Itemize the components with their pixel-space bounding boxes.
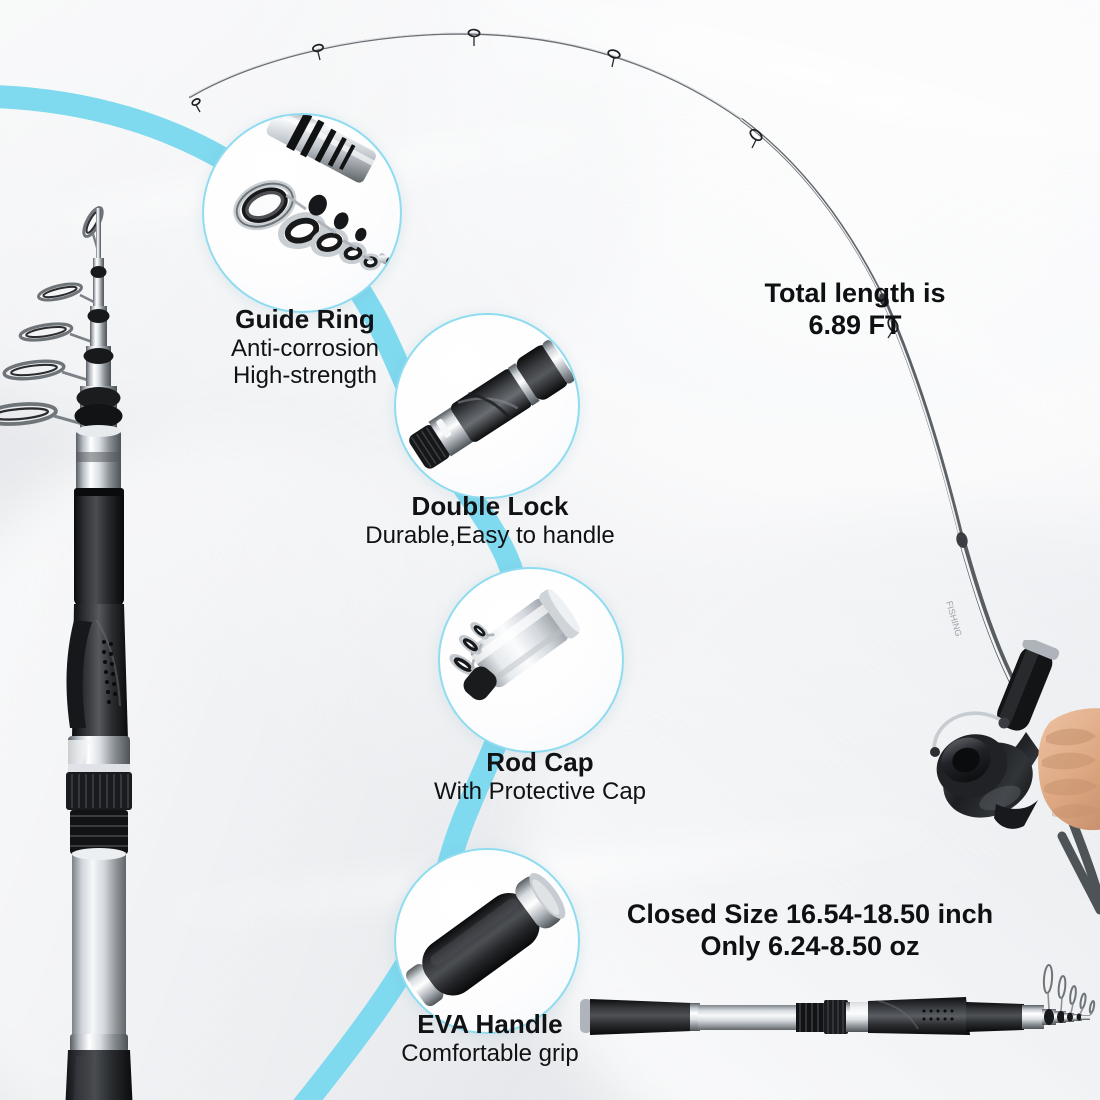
callout-title-guide-ring: Guide Ring	[235, 304, 375, 334]
callout-subtitle-guide-ring-line-2: High-strength	[232, 361, 378, 389]
callout-subtitle-guide-ring-line-1: Anti-corrosion	[230, 334, 380, 362]
callout-subtitle-rod-cap: With Protective Cap	[433, 777, 647, 805]
spec-total-length: Total length is 6.89 FT	[740, 277, 970, 342]
callout-label-eva-handle: EVA Handle Comfortable grip	[330, 1009, 650, 1067]
spec-closed-size-line-1: Closed Size 16.54-18.50 inch	[626, 899, 994, 929]
spec-total-length-line-2: 6.89 FT	[808, 310, 902, 341]
spec-total-length-line-1: Total length is	[764, 278, 946, 308]
callout-label-rod-cap: Rod Cap With Protective Cap	[380, 747, 700, 805]
callout-label-double-lock: Double Lock Durable,Easy to handle	[330, 491, 650, 549]
spec-closed-size: Closed Size 16.54-18.50 inch Only 6.24-8…	[600, 898, 1020, 963]
callout-title-double-lock: Double Lock	[411, 491, 569, 521]
callout-label-guide-ring: Guide Ring Anti-corrosion High-strength	[150, 304, 460, 389]
callout-title-eva-handle: EVA Handle	[417, 1009, 563, 1039]
callout-subtitle-eva-handle: Comfortable grip	[401, 1039, 579, 1067]
spec-closed-size-line-2: Only 6.24-8.50 oz	[700, 931, 920, 962]
callout-title-rod-cap: Rod Cap	[486, 747, 594, 777]
callout-subtitle-double-lock: Durable,Easy to handle	[365, 521, 615, 549]
